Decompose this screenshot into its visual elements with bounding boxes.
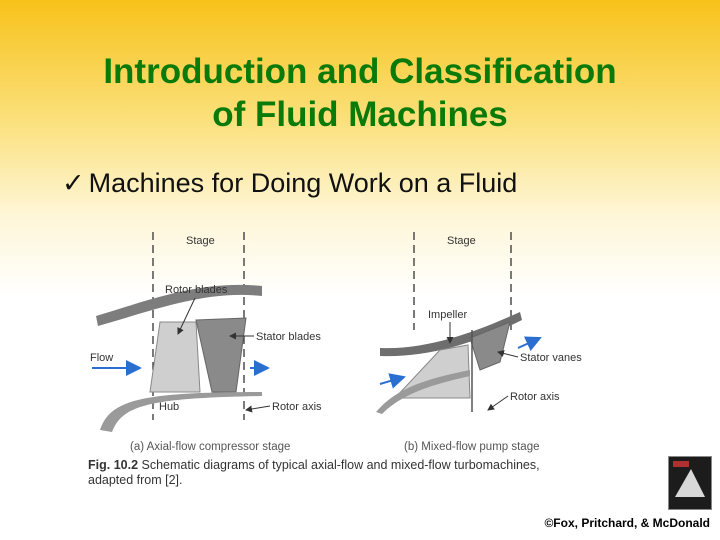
pump-inflow-arrow — [380, 377, 404, 384]
axial-compressor-diagram: Stage Rotor blades Stator blades Flow Hu… — [90, 232, 322, 453]
stator-blade — [196, 318, 246, 392]
stator-blades-label: Stator blades — [256, 331, 321, 343]
left-caption: (a) Axial-flow compressor stage — [130, 441, 290, 453]
left-rotor-axis-label: Rotor axis — [272, 401, 322, 413]
right-caption: (b) Mixed-flow pump stage — [404, 441, 540, 453]
rotor-blade — [150, 322, 200, 392]
impeller-label: Impeller — [428, 309, 467, 321]
flow-label: Flow — [90, 352, 113, 364]
rotor-blades-label: Rotor blades — [165, 284, 228, 296]
stator-vanes-label: Stator vanes — [520, 352, 582, 364]
hub-label: Hub — [159, 401, 179, 413]
right-stage-label: Stage — [447, 235, 476, 247]
figure-caption-line-1: Schematic diagrams of typical axial-flow… — [142, 458, 540, 472]
pump-outflow-arrow — [518, 338, 540, 348]
book-cover-thumbnail — [668, 456, 712, 510]
right-rotor-axis-label: Rotor axis — [510, 391, 560, 403]
mixed-flow-pump-diagram: Stage Impeller Stator vanes Rotor axis (… — [376, 232, 582, 453]
copyright-notice: ©Fox, Pritchard, & McDonald — [544, 516, 710, 530]
hub — [100, 392, 262, 432]
left-stage-label: Stage — [186, 235, 215, 247]
figure-caption-line-2: adapted from [2]. — [88, 473, 183, 487]
figure-label: Fig. 10.2 — [88, 458, 138, 472]
figure-caption: Fig. 10.2 Schematic diagrams of typical … — [88, 458, 540, 488]
